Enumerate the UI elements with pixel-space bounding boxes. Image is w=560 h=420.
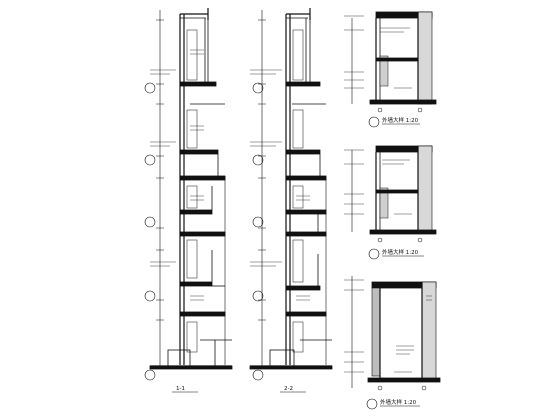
detail-1-caption: 外墙大样 1:20 xyxy=(382,116,419,124)
wall-section-b: 2-2 xyxy=(249,8,333,393)
detail-3-caption: 外墙大样 1:20 xyxy=(380,398,417,406)
wall-section-a: 1-1 xyxy=(144,8,233,393)
wall-detail-3: 外墙大样 1:20 xyxy=(344,276,441,410)
section-a-caption: 1-1 xyxy=(176,386,185,392)
wall-detail-1: 外墙大样 1:20 xyxy=(344,11,437,128)
detail-2-caption: 外墙大样 1:20 xyxy=(382,248,419,256)
wall-detail-2: 外墙大样 1:20 xyxy=(344,145,437,260)
section-b-caption: 2-2 xyxy=(284,386,293,392)
